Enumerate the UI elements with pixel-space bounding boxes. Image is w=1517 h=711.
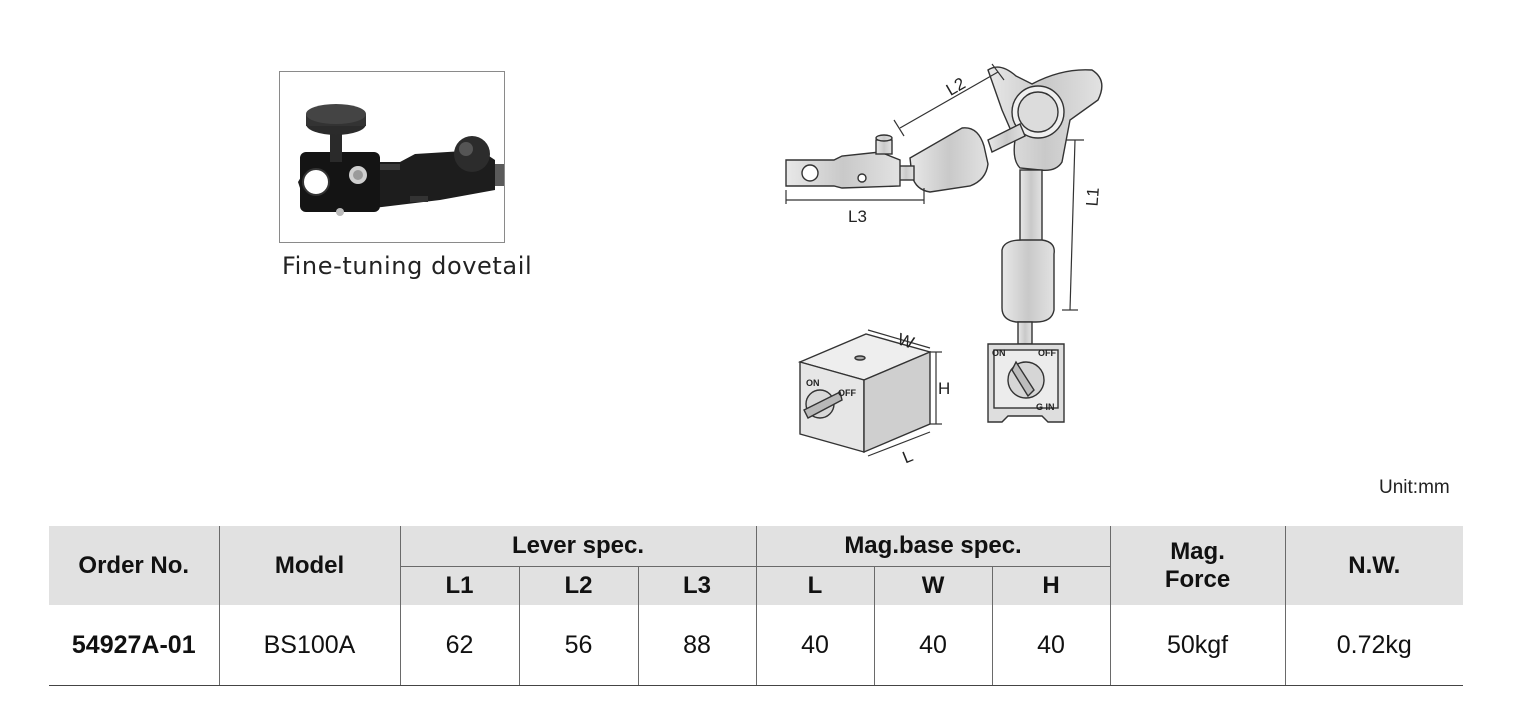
header-mag-force-line2: Force	[1164, 565, 1231, 593]
header-order-no: Order No.	[49, 526, 219, 605]
header-mag-force-line1: Mag.	[1170, 537, 1225, 565]
header-l2: L2	[518, 566, 638, 605]
header-w: W	[873, 566, 993, 605]
header-lever-spec: Lever spec.	[399, 526, 757, 567]
magnetic-base-diagram: L3 L2 L1 W H L ON OFF ON OFF G IN	[770, 40, 1130, 485]
header-l1: L1	[399, 566, 519, 605]
header-mag-force: Mag.Force	[1109, 526, 1286, 605]
cell-order-no: 54927A-01	[49, 605, 219, 686]
cell-nw: 0.72kg	[1284, 605, 1464, 686]
cell-l2: 56	[518, 605, 638, 686]
header-mag-base-spec: Mag.base spec.	[755, 526, 1111, 567]
unit-label: Unit:mm	[1379, 477, 1450, 498]
dim-label-l3: L3	[848, 207, 867, 226]
switch-label-on-right: ON	[992, 348, 1006, 358]
header-model: Model	[218, 526, 400, 605]
header-h: H	[991, 566, 1111, 605]
cell-mag-force: 50kgf	[1109, 605, 1286, 686]
dim-label-l2: L2	[943, 74, 969, 100]
header-l: L	[755, 566, 875, 605]
header-nw: N.W.	[1284, 526, 1464, 605]
header-l3: L3	[637, 566, 757, 605]
cell-l1: 62	[399, 605, 519, 686]
cell-h: 40	[991, 605, 1111, 686]
photo-caption: Fine-tuning dovetail	[282, 252, 533, 280]
table-row: 54927A-01 BS100A 62 56 88 40 40 40 50kgf…	[49, 605, 1464, 686]
dim-label-w: W	[895, 330, 916, 353]
cell-l: 40	[755, 605, 875, 686]
cell-w: 40	[873, 605, 993, 686]
cell-model: BS100A	[218, 605, 400, 686]
dim-label-l: L	[900, 446, 916, 467]
dovetail-illustration	[298, 104, 504, 216]
dim-label-h: H	[938, 379, 950, 398]
switch-label-on-left: ON	[806, 378, 820, 388]
switch-label-gin: G IN	[1036, 402, 1055, 412]
spec-table: Order No. Model Lever spec. Mag.base spe…	[49, 526, 1464, 686]
switch-label-off-right: OFF	[1038, 348, 1056, 358]
dovetail-photo	[279, 71, 505, 243]
dim-label-l1: L1	[1083, 187, 1103, 207]
cell-l3: 88	[637, 605, 757, 686]
switch-label-off-left: OFF	[838, 388, 856, 398]
